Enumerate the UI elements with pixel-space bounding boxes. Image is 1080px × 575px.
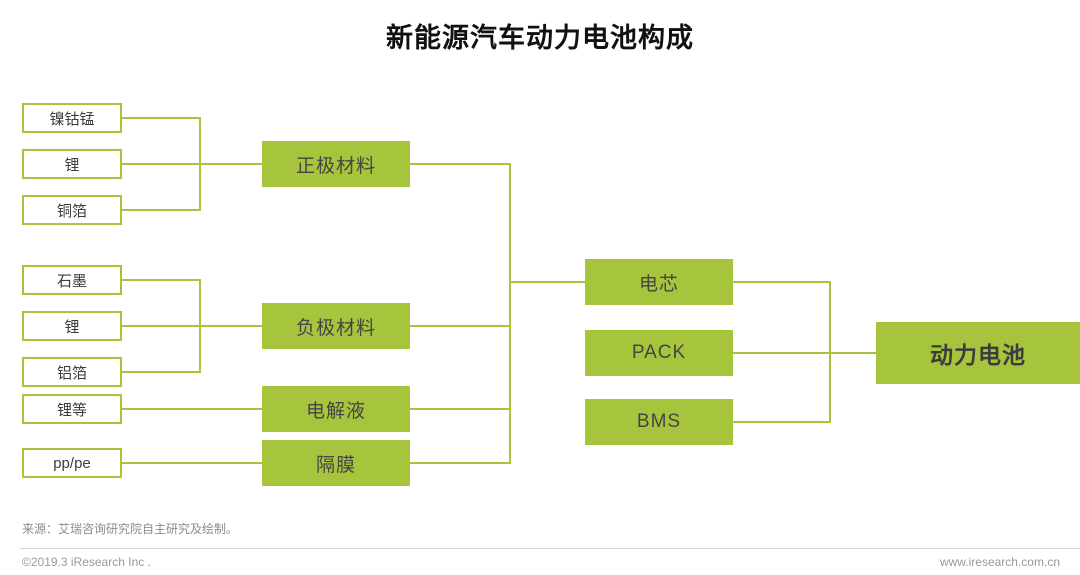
connector-bus-to-battery	[829, 352, 876, 354]
connector-bus-to-cell	[509, 281, 585, 283]
node-graphite: 石墨	[22, 265, 122, 295]
node-copper-foil: 铜箔	[22, 195, 122, 225]
node-anode-material: 负极材料	[262, 303, 410, 349]
node-power-battery: 动力电池	[876, 322, 1080, 384]
node-pack: PACK	[585, 330, 733, 376]
connector-aluminum-to-bracket	[122, 371, 200, 373]
connector-bracket-to-cathode	[199, 163, 262, 165]
page-title: 新能源汽车动力电池构成	[386, 23, 694, 53]
connector-copper-to-bracket	[122, 209, 200, 211]
node-nickel-cobalt-manganese: 镍钴锰	[22, 103, 122, 133]
node-lithium-1: 锂	[22, 149, 122, 179]
connector-graphite-to-bracket	[122, 279, 200, 281]
website-url: www.iresearch.com.cn	[939, 555, 1060, 569]
connector-cell-to-bus	[733, 281, 830, 283]
node-aluminum-foil: 铝箔	[22, 357, 122, 387]
node-electrolyte: 电解液	[262, 386, 410, 432]
connector-pack-to-bus	[733, 352, 830, 354]
connector-bracket-to-anode	[199, 325, 262, 327]
node-lithium-2: 锂	[22, 311, 122, 341]
connector-bms-to-bus	[733, 421, 830, 423]
copyright: ©2019.3 iResearch Inc .	[22, 555, 151, 569]
connector-anode-to-bus	[410, 325, 510, 327]
connector-cathode-to-bus	[410, 163, 510, 165]
connector-lithium2-to-bracket	[122, 325, 200, 327]
connector-materials-bus	[509, 163, 511, 464]
node-cathode-material: 正极材料	[262, 141, 410, 187]
node-bms: BMS	[585, 399, 733, 445]
connector-electrolyte-to-bus	[410, 408, 510, 410]
connector-ppe-to-separator	[122, 462, 262, 464]
node-separator: 隔膜	[262, 440, 410, 486]
connector-separator-to-bus	[410, 462, 510, 464]
node-lithium-etc: 锂等	[22, 394, 122, 424]
node-cell: 电芯	[585, 259, 733, 305]
connector-lithiumetc-to-electrolyte	[122, 408, 262, 410]
footer-divider	[20, 548, 1080, 549]
connector-ncm-to-bracket	[122, 117, 200, 119]
node-pp-pe: pp/pe	[22, 448, 122, 478]
connector-lithium1-to-bracket	[122, 163, 200, 165]
source-note: 来源：艾瑞咨询研究院自主研究及绘制。	[22, 522, 239, 536]
